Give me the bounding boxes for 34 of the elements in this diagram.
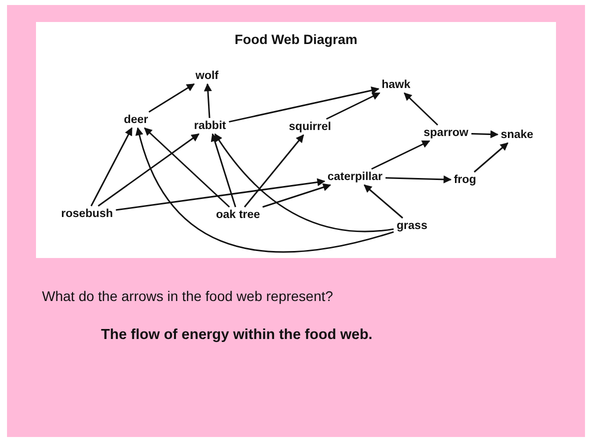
arrow <box>136 127 394 252</box>
organism-label: snake <box>500 128 534 142</box>
arrow <box>148 83 195 113</box>
organism-label: frog <box>452 173 478 187</box>
arrow <box>90 127 132 206</box>
question-text: What do the arrows in the food web represent? <box>42 288 334 304</box>
arrow <box>210 133 236 208</box>
organism-label: rosebush <box>60 207 114 221</box>
organism-label: hawk <box>380 78 412 92</box>
answer-text: The flow of energy within the food web. <box>101 327 372 343</box>
arrow <box>474 142 508 173</box>
organism-label: oak tree <box>214 208 262 222</box>
arrow <box>116 178 326 211</box>
arrow <box>371 140 430 170</box>
arrow <box>144 127 230 208</box>
organism-label: wolf <box>194 69 220 83</box>
arrow <box>404 92 438 126</box>
organism-label: deer <box>122 113 150 127</box>
arrow <box>262 183 332 208</box>
arrow <box>244 134 304 208</box>
organism-label: squirrel <box>288 120 332 134</box>
arrow <box>228 86 380 123</box>
organism-label: rabbit <box>193 119 227 133</box>
arrow <box>204 83 212 118</box>
organism-label: sparrow <box>422 126 470 140</box>
arrow <box>364 184 404 219</box>
organism-label: caterpillar <box>326 170 384 184</box>
arrow <box>471 130 498 138</box>
arrow <box>98 133 200 207</box>
diagram-title: Food Web Diagram <box>234 32 358 47</box>
arrow <box>214 133 394 232</box>
organism-label: grass <box>396 219 428 233</box>
arrow <box>385 175 452 184</box>
arrow <box>326 92 380 120</box>
